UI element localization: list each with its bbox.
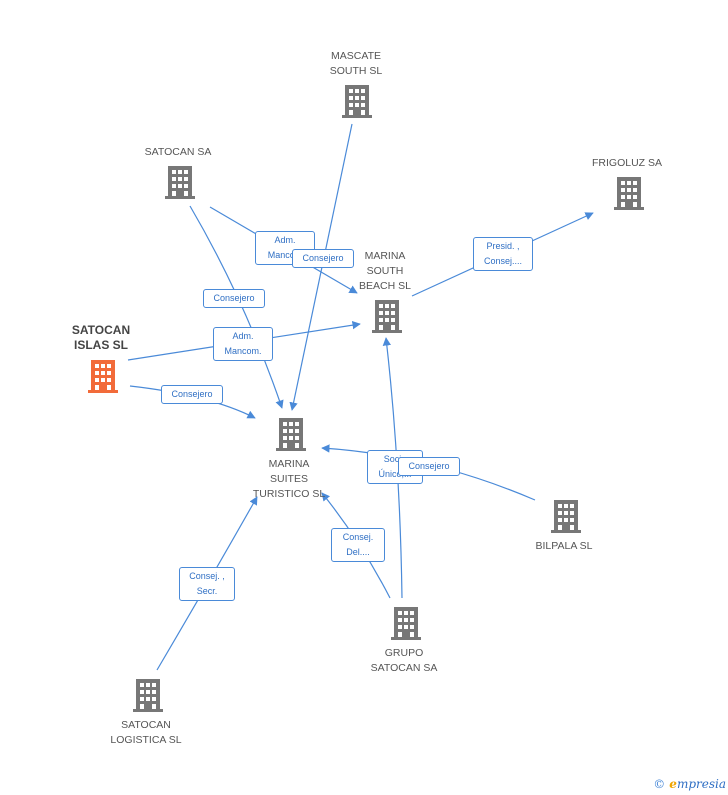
node-label-marina-south-beach[interactable]: MARINA SOUTH BEACH SL xyxy=(359,250,411,292)
edge-label-consejero[interactable]: Consejero xyxy=(203,289,265,308)
node-label-marina-suites[interactable]: MARINA SUITES TURISTICO SL xyxy=(252,458,326,500)
brand-name: mpresia xyxy=(676,777,726,791)
edge-label-consejero[interactable]: Consejero xyxy=(398,457,460,476)
building-icon[interactable] xyxy=(133,679,163,712)
building-icon[interactable] xyxy=(551,500,581,533)
edge-label-consej-secr[interactable]: Consej. , Secr. xyxy=(179,567,235,601)
building-icon[interactable] xyxy=(165,166,195,199)
node-label-satocan-islas[interactable]: SATOCAN ISLAS SL xyxy=(71,323,131,352)
building-icon[interactable] xyxy=(276,418,306,451)
edge-label-adm-mancom[interactable]: Adm. Mancom. xyxy=(213,327,273,361)
building-icon[interactable] xyxy=(372,300,402,333)
node-label-satocan-sa[interactable]: SATOCAN SA xyxy=(144,146,212,158)
node-label-satocan-logistica[interactable]: SATOCAN LOGISTICA SL xyxy=(110,719,182,746)
node-label-bilpala[interactable]: BILPALA SL xyxy=(535,540,593,552)
node-label-frigoluz[interactable]: FRIGOLUZ SA xyxy=(591,157,663,169)
building-icon[interactable] xyxy=(88,360,118,393)
brand-e: e xyxy=(669,777,677,791)
edge-label-consejero[interactable]: Consejero xyxy=(161,385,223,404)
building-icon[interactable] xyxy=(342,85,372,118)
building-icon[interactable] xyxy=(391,607,421,640)
node-label-mascate-south[interactable]: MASCATE SOUTH SL xyxy=(329,50,383,77)
node-label-grupo-satocan[interactable]: GRUPO SATOCAN SA xyxy=(370,647,438,674)
edge-label-presid-consej[interactable]: Presid. , Consej.... xyxy=(473,237,533,271)
edge-label-consej-del[interactable]: Consej. Del.... xyxy=(331,528,385,562)
empresia-logo: ©empresia xyxy=(653,777,726,791)
edge-label-consejero[interactable]: Consejero xyxy=(292,249,354,268)
building-icon[interactable] xyxy=(614,177,644,210)
copyright-icon: © xyxy=(653,777,666,791)
